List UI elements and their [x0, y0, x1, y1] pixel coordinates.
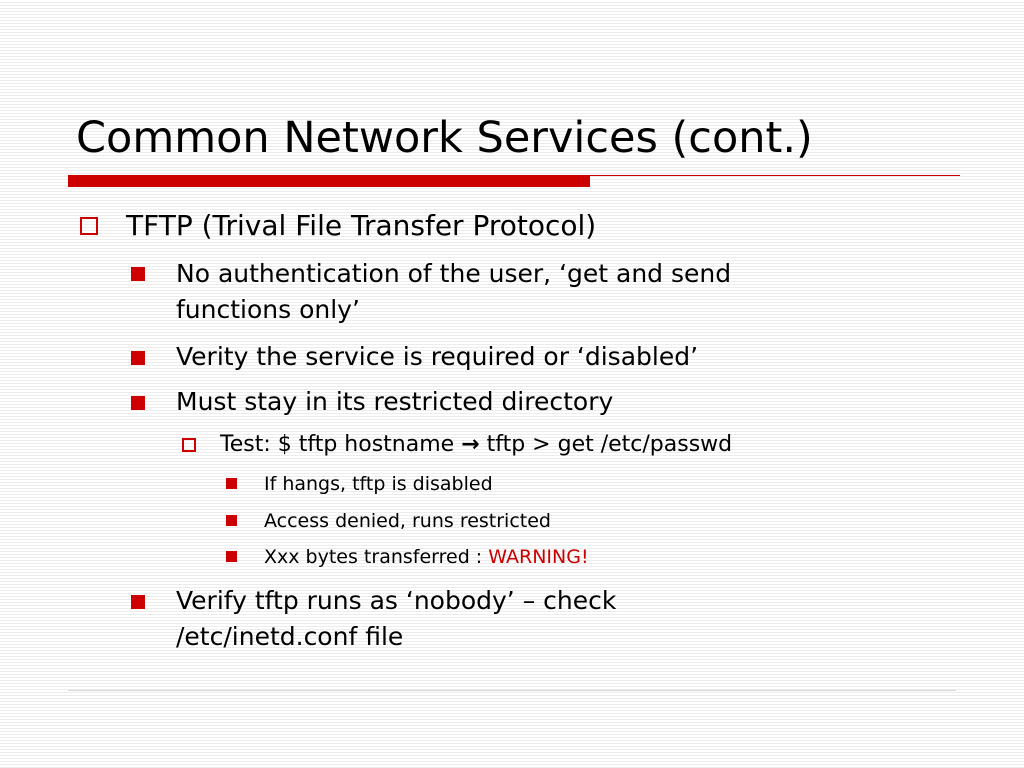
test-command-suffix: tftp > get /etc/passwd — [486, 432, 733, 457]
solid-square-bullet-icon — [226, 551, 237, 562]
bullet-restricted-directory: Must stay in its restricted directory — [176, 384, 613, 420]
right-arrow-icon: → — [461, 432, 480, 457]
hollow-square-bullet-icon — [182, 438, 196, 452]
solid-square-bullet-icon — [226, 478, 237, 489]
bullet-verify-nobody-line1: Verify tftp runs as ‘nobody’ – check — [176, 586, 617, 615]
bullet-if-hangs: If hangs, tftp is disabled — [264, 470, 493, 498]
bullet-verity-service-text: Verity the service is required or ‘disab… — [176, 342, 699, 371]
bullet-access-denied: Access denied, runs restricted — [264, 507, 551, 535]
warning-text: WARNING! — [488, 546, 589, 568]
bullet-tftp-text: TFTP (Trival File Transfer Protocol) — [126, 209, 597, 242]
bullet-access-denied-text: Access denied, runs restricted — [264, 510, 551, 532]
solid-square-bullet-icon — [131, 396, 145, 410]
title-underline-thin — [590, 175, 960, 176]
bullet-verity-service: Verity the service is required or ‘disab… — [176, 339, 698, 375]
bullet-restricted-directory-text: Must stay in its restricted directory — [176, 387, 614, 416]
bullet-no-authentication-line2: functions only’ — [176, 295, 360, 324]
bullet-verify-nobody: Verify tftp runs as ‘nobody’ – check /et… — [176, 583, 616, 655]
solid-square-bullet-icon — [131, 351, 145, 365]
footer-divider — [68, 690, 956, 691]
bullet-no-authentication: No authentication of the user, ‘get and … — [176, 256, 731, 328]
bullet-bytes-transferred: Xxx bytes transferred : WARNING! — [264, 543, 589, 571]
bullet-if-hangs-text: If hangs, tftp is disabled — [264, 473, 493, 495]
solid-square-bullet-icon — [131, 595, 145, 609]
test-command-prefix: Test: $ tftp hostname — [220, 432, 455, 457]
solid-square-bullet-icon — [131, 267, 145, 281]
bullet-no-authentication-line1: No authentication of the user, ‘get and … — [176, 259, 732, 288]
slide-title: Common Network Services (cont.) — [76, 113, 813, 163]
bullet-verify-nobody-line2: /etc/inetd.conf file — [176, 622, 404, 651]
hollow-square-bullet-icon — [80, 217, 98, 235]
bytes-transferred-text: Xxx bytes transferred : — [264, 546, 489, 568]
bullet-test-command: Test: $ tftp hostname → tftp > get /etc/… — [220, 429, 732, 461]
bullet-tftp: TFTP (Trival File Transfer Protocol) — [126, 207, 596, 245]
solid-square-bullet-icon — [226, 515, 237, 526]
title-underline-thick — [68, 175, 590, 187]
